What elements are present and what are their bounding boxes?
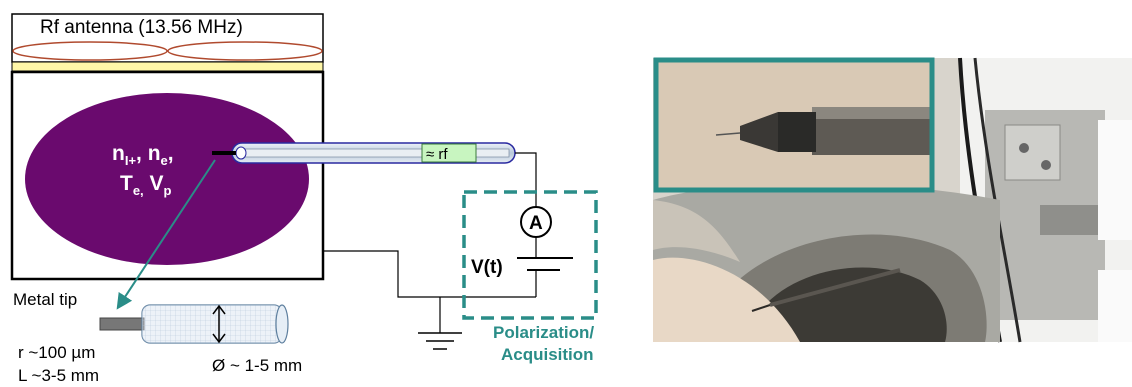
probe-end-cap bbox=[236, 147, 246, 159]
length-label: L ~3-5 mm bbox=[18, 366, 99, 385]
rf-filter-label: ≈ rf bbox=[426, 146, 448, 163]
metal-tip-label: Metal tip bbox=[13, 290, 77, 309]
ammeter-label: A bbox=[529, 213, 543, 234]
plasma-ellipse bbox=[25, 93, 309, 265]
polarization-label: Polarization/ bbox=[493, 323, 594, 342]
antenna-label: Rf antenna (13.56 MHz) bbox=[40, 17, 243, 38]
signal-wire bbox=[515, 153, 536, 207]
antenna-window bbox=[12, 62, 323, 71]
voltage-label: V(t) bbox=[471, 257, 503, 278]
tip-detail-wire bbox=[100, 318, 144, 330]
tip-detail-sleeve-shade bbox=[142, 305, 282, 343]
ground-wire bbox=[323, 251, 536, 297]
radius-label: r ~100 µm bbox=[18, 343, 95, 362]
diameter-label: Ø ~ 1-5 mm bbox=[212, 356, 302, 375]
probe-photo bbox=[653, 58, 1132, 342]
tip-detail-sleeve-end bbox=[276, 305, 288, 343]
acquisition-label: Acquisition bbox=[501, 345, 594, 364]
